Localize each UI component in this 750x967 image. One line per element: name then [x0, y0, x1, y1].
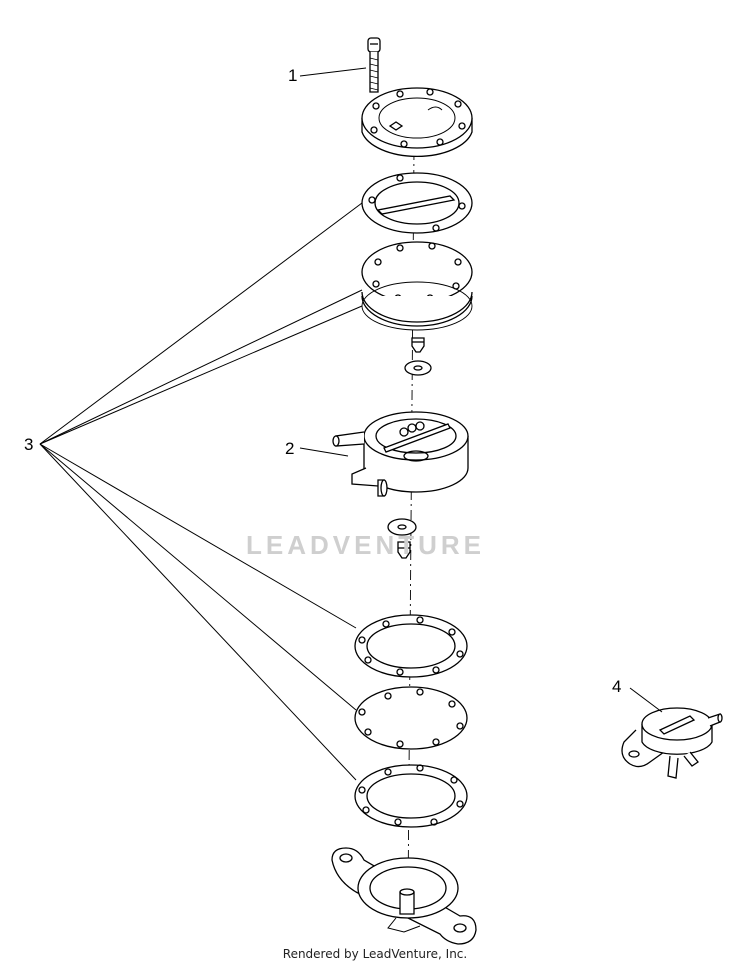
callout-4: 4 [612, 677, 622, 696]
part-2-pump-body[interactable] [333, 412, 468, 496]
gasket-bottom-ring[interactable] [355, 765, 467, 827]
diaphragm-upper[interactable] [362, 242, 472, 302]
top-cover-plate[interactable] [362, 88, 472, 156]
bottom-base-plate[interactable] [332, 848, 476, 944]
watermark-text: LEADVENTURE [246, 530, 486, 560]
footer-credit: Rendered by LeadVenture, Inc. [282, 947, 468, 961]
washer-upper[interactable] [405, 361, 431, 375]
part-1-screw[interactable] [368, 38, 380, 92]
callout-3: 3 [24, 435, 34, 454]
leader-lines [40, 68, 662, 780]
gasket-upper-slotted[interactable] [362, 173, 472, 233]
callout-2: 2 [285, 439, 295, 458]
valve-lower[interactable] [398, 542, 410, 558]
part-4-pump-assembly[interactable] [622, 708, 722, 778]
valve-upper[interactable] [412, 338, 424, 352]
washer-lower[interactable] [388, 519, 416, 535]
gasket-lower-ring[interactable] [355, 615, 467, 677]
diaphragm-lower[interactable] [355, 687, 467, 749]
callout-1: 1 [288, 66, 298, 85]
